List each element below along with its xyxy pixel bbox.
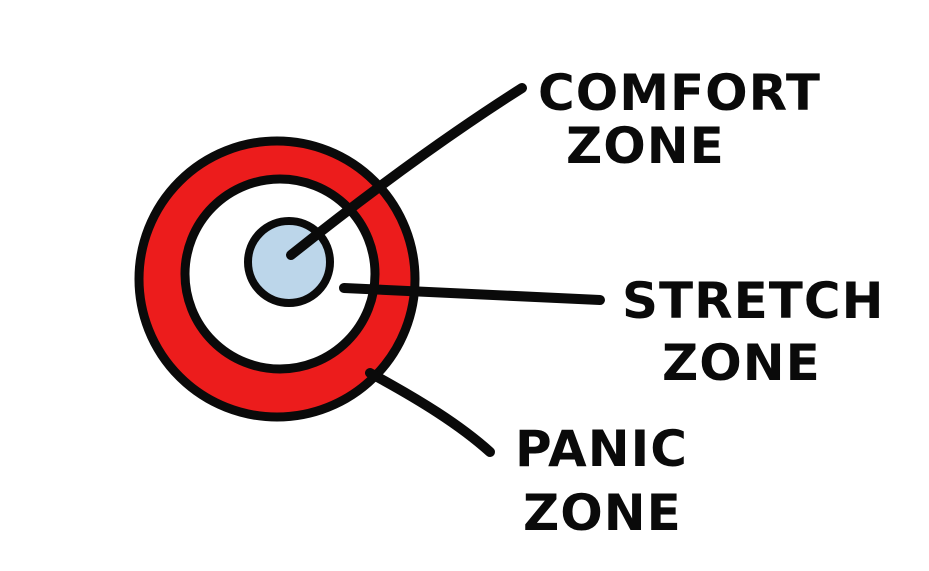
comfort-zone-label-line2: ZONE — [566, 117, 725, 175]
panic-zone-label-line1: PANIC — [515, 420, 688, 478]
comfort-zone-label-line1: COMFORT — [538, 64, 821, 122]
stretch-zone-label: STRETCH ZONE — [622, 272, 903, 392]
stretch-zone-leader-line — [339, 283, 605, 305]
comfort-zone-leader-line — [286, 83, 527, 260]
stretch-zone-label-line2: ZONE — [662, 334, 821, 392]
panic-zone-label: PANIC ZONE — [515, 420, 706, 542]
panic-zone-leader-line — [365, 368, 495, 457]
panic-zone-label-line2: ZONE — [523, 484, 682, 542]
comfort-zone-label: COMFORT ZONE — [538, 64, 839, 175]
stretch-zone-label-line1: STRETCH — [622, 272, 884, 330]
